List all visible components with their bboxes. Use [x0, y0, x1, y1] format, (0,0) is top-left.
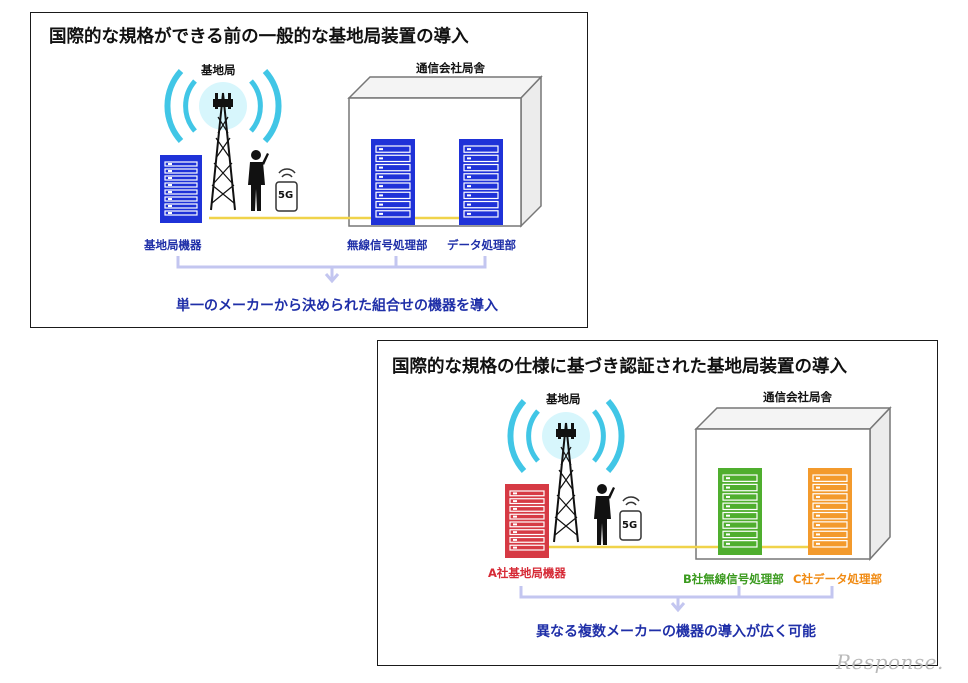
- person-with-phone-icon: [594, 484, 615, 545]
- diagram-art: [160, 68, 543, 284]
- smartphone-icon: [619, 496, 642, 541]
- caption: 単一のメーカーから決められた組合せの機器を導入: [176, 298, 498, 314]
- equipment-label-base-station: 基地局機器: [144, 238, 202, 252]
- diagram-art: [505, 398, 892, 613]
- building-label: 通信会社局舎: [416, 61, 485, 75]
- company-b-radio-unit-rack: [718, 468, 762, 555]
- base-station-equipment-rack: [160, 155, 202, 223]
- equipment-label-data-unit: データ処理部: [447, 238, 516, 252]
- equipment-racks: [505, 468, 852, 558]
- company-a-equipment-rack: [505, 484, 549, 558]
- cell-tower-icon: [164, 68, 282, 211]
- tower-label: 基地局: [201, 63, 236, 77]
- building-label: 通信会社局舎: [763, 390, 832, 404]
- company-c-data-unit-rack: [808, 468, 852, 555]
- bracket-connector: [176, 256, 487, 284]
- cell-tower-icon: [507, 398, 625, 543]
- bracket-connector: [519, 586, 834, 613]
- equipment-label-radio-unit: 無線信号処理部: [347, 238, 428, 252]
- equipment-racks: [160, 139, 503, 225]
- equipment-label-company-a: A社基地局機器: [488, 566, 566, 580]
- phone-label: 5G: [622, 520, 638, 531]
- person-with-phone-icon: [248, 150, 269, 211]
- radio-unit-rack: [371, 139, 415, 225]
- panel-after-standard: 国際的な規格の仕様に基づき認証された基地局装置の導入: [377, 340, 938, 666]
- tower-label: 基地局: [546, 392, 581, 406]
- equipment-label-company-c: C社データ処理部: [793, 572, 882, 586]
- smartphone-icon: [275, 168, 298, 212]
- watermark-logo: Response.: [836, 650, 944, 674]
- panel-title: 国際的な規格の仕様に基づき認証された基地局装置の導入: [392, 357, 847, 377]
- caption: 異なる複数メーカーの機器の導入が広く可能: [536, 624, 816, 640]
- equipment-label-company-b: B社無線信号処理部: [683, 572, 784, 586]
- data-unit-rack: [459, 139, 503, 225]
- phone-label: 5G: [278, 190, 294, 201]
- panel-title: 国際的な規格ができる前の一般的な基地局装置の導入: [49, 27, 469, 47]
- panel-before-standard: 国際的な規格ができる前の一般的な基地局装置の導入: [30, 12, 588, 328]
